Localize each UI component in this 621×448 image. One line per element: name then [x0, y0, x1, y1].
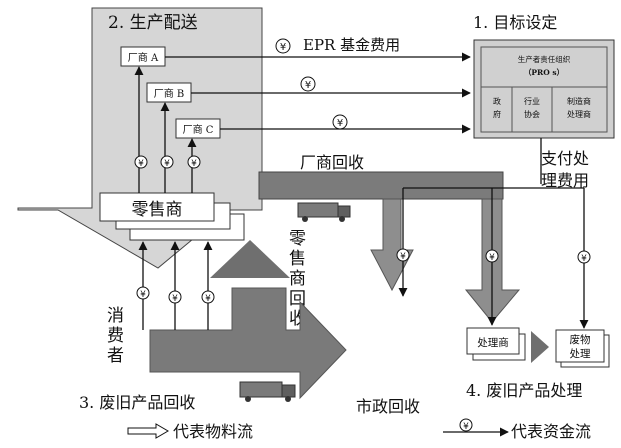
svg-text:¥: ¥ [205, 294, 211, 304]
pay-fee-line2: 理费用 [541, 171, 589, 190]
legend-yen-marker: ¥ [459, 418, 473, 432]
svg-text:¥: ¥ [172, 294, 178, 304]
yen-retailer-b: ¥ [160, 155, 174, 169]
pro-title-line2: （PRO s） [524, 67, 564, 77]
yen-consumer-1: ¥ [136, 286, 150, 300]
truck-icon-bottom [239, 381, 296, 402]
epr-fee-label: EPR 基金费用 [303, 36, 400, 54]
svg-text:¥: ¥ [581, 254, 587, 264]
manufacturer-recycle-label: 厂商回收 [300, 153, 364, 172]
section-treatment-title: 4. 废旧产品处理 [466, 381, 582, 400]
manufacturer-c-label: 厂商 C [183, 123, 214, 136]
pro-cell-assoc-2: 协会 [524, 109, 540, 119]
pro-cell-gov-1: 政 [493, 96, 501, 106]
retailer-recycle-material-arrow [210, 240, 290, 278]
pro-title-line1: 生产者责任组织 [518, 54, 571, 64]
yen-consumer-2: ¥ [168, 290, 182, 304]
yen-b-line: ¥ [300, 76, 316, 92]
legend-money-label: 代表资金流 [511, 422, 591, 441]
yen-retailer-a: ¥ [134, 155, 148, 169]
pay-fee-line1: 支付处 [541, 149, 589, 168]
manufacturer-recycle-bar [258, 171, 504, 200]
svg-text:¥: ¥ [140, 290, 146, 300]
svg-text:¥: ¥ [463, 422, 469, 432]
svg-text:¥: ¥ [164, 159, 170, 169]
consumer-char-1: 消 [107, 306, 124, 326]
manufacturer-b-label: 厂商 B [154, 87, 185, 100]
yen-pay-municipal: ¥ [396, 248, 410, 262]
pro-cell-gov-2: 府 [493, 109, 501, 119]
waste-label-line2: 处理 [570, 348, 591, 360]
yen-pay-processor: ¥ [485, 249, 499, 263]
svg-text:¥: ¥ [280, 42, 286, 53]
pro-cell-mfr-1: 制造商 [567, 96, 591, 106]
retailer-recycle-char-2: 售 [289, 249, 306, 269]
retailer-recycle-char-3: 商 [289, 269, 306, 289]
pro-inner [480, 46, 608, 133]
svg-text:¥: ¥ [489, 253, 495, 263]
section-target-title: 1. 目标设定 [473, 13, 557, 32]
retailer-recycle-char-1: 零 [289, 229, 306, 249]
legend-material-arrow [127, 423, 169, 439]
yen-c-line: ¥ [332, 114, 348, 130]
consumer-char-3: 者 [107, 346, 124, 366]
waste-box [555, 329, 605, 363]
pro-cell-assoc-1: 行业 [524, 96, 540, 106]
truck-icon [297, 202, 351, 222]
svg-text:¥: ¥ [138, 159, 144, 169]
svg-text:¥: ¥ [400, 252, 406, 262]
municipal-recycle-label: 市政回收 [356, 397, 420, 416]
processor-to-waste-arrow [531, 331, 549, 363]
yen-epr: ¥ [275, 38, 291, 54]
yen-consumer-3: ¥ [201, 290, 215, 304]
retailer-label: 零售商 [132, 200, 183, 220]
manufacturer-a-label: 厂商 A [128, 51, 159, 64]
waste-label-line1: 废物 [570, 333, 591, 346]
section-recycling-title: 3. 废旧产品回收 [79, 393, 195, 412]
legend-material-label: 代表物料流 [173, 422, 253, 441]
yen-pay-waste: ¥ [577, 250, 591, 264]
bar-to-municipal-material-arrow [370, 198, 414, 292]
consumer-material-big-arrow [149, 287, 347, 400]
retailer-box [99, 192, 215, 222]
processor-box [466, 327, 520, 355]
consumer-char-2: 费 [107, 326, 124, 346]
svg-text:¥: ¥ [191, 159, 197, 169]
pro-cell-mfr-2: 处理商 [567, 109, 591, 119]
processor-label: 处理商 [477, 336, 509, 349]
svg-text:¥: ¥ [337, 118, 343, 129]
yen-retailer-c: ¥ [187, 155, 201, 169]
svg-text:¥: ¥ [305, 80, 311, 91]
section-production-title: 2. 生产配送 [108, 13, 198, 33]
